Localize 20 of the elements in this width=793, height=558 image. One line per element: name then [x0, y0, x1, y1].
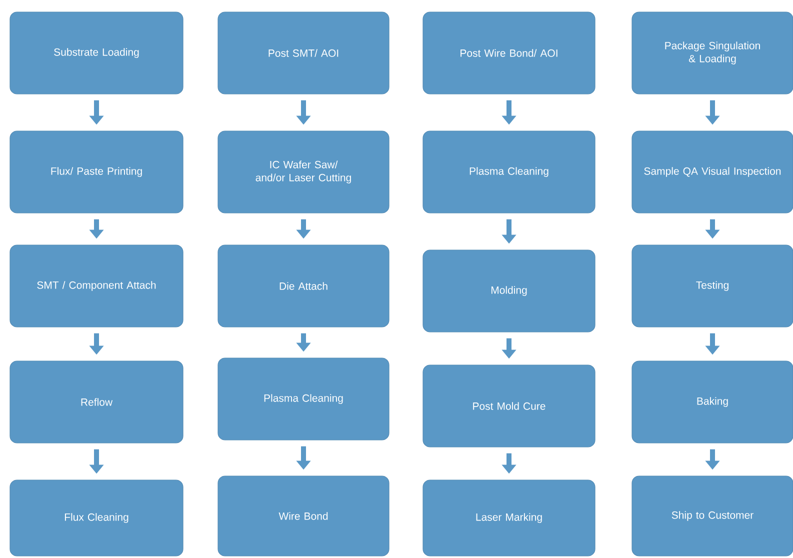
process-box: Flux Cleaning [10, 480, 184, 556]
process-box: Flux/ Paste Printing [10, 130, 184, 214]
process-box: Die Attach [218, 244, 390, 328]
process-box: Ship to Customer [632, 476, 793, 556]
process-box: Post SMT/ AOI [218, 12, 390, 94]
process-box: Plasma Cleaning [422, 130, 596, 214]
process-box: Baking [632, 360, 793, 444]
process-box: Laser Marking [422, 480, 596, 556]
process-box: Sample QA Visual Inspection [632, 130, 793, 214]
process-box: Post Mold Cure [422, 364, 596, 448]
process-box: IC Wafer Saw/ and/or Laser Cutting [218, 130, 390, 214]
process-box: Package Singulation & Loading [632, 12, 793, 94]
process-box: Reflow [10, 360, 184, 444]
process-box: Molding [422, 250, 596, 332]
process-box: Testing [632, 244, 793, 328]
process-box: Plasma Cleaning [218, 358, 390, 440]
process-box: Wire Bond [218, 476, 390, 556]
process-box: SMT / Component Attach [10, 244, 184, 328]
process-box: Substrate Loading [10, 12, 184, 94]
process-box: Post Wire Bond/ AOI [422, 12, 596, 94]
